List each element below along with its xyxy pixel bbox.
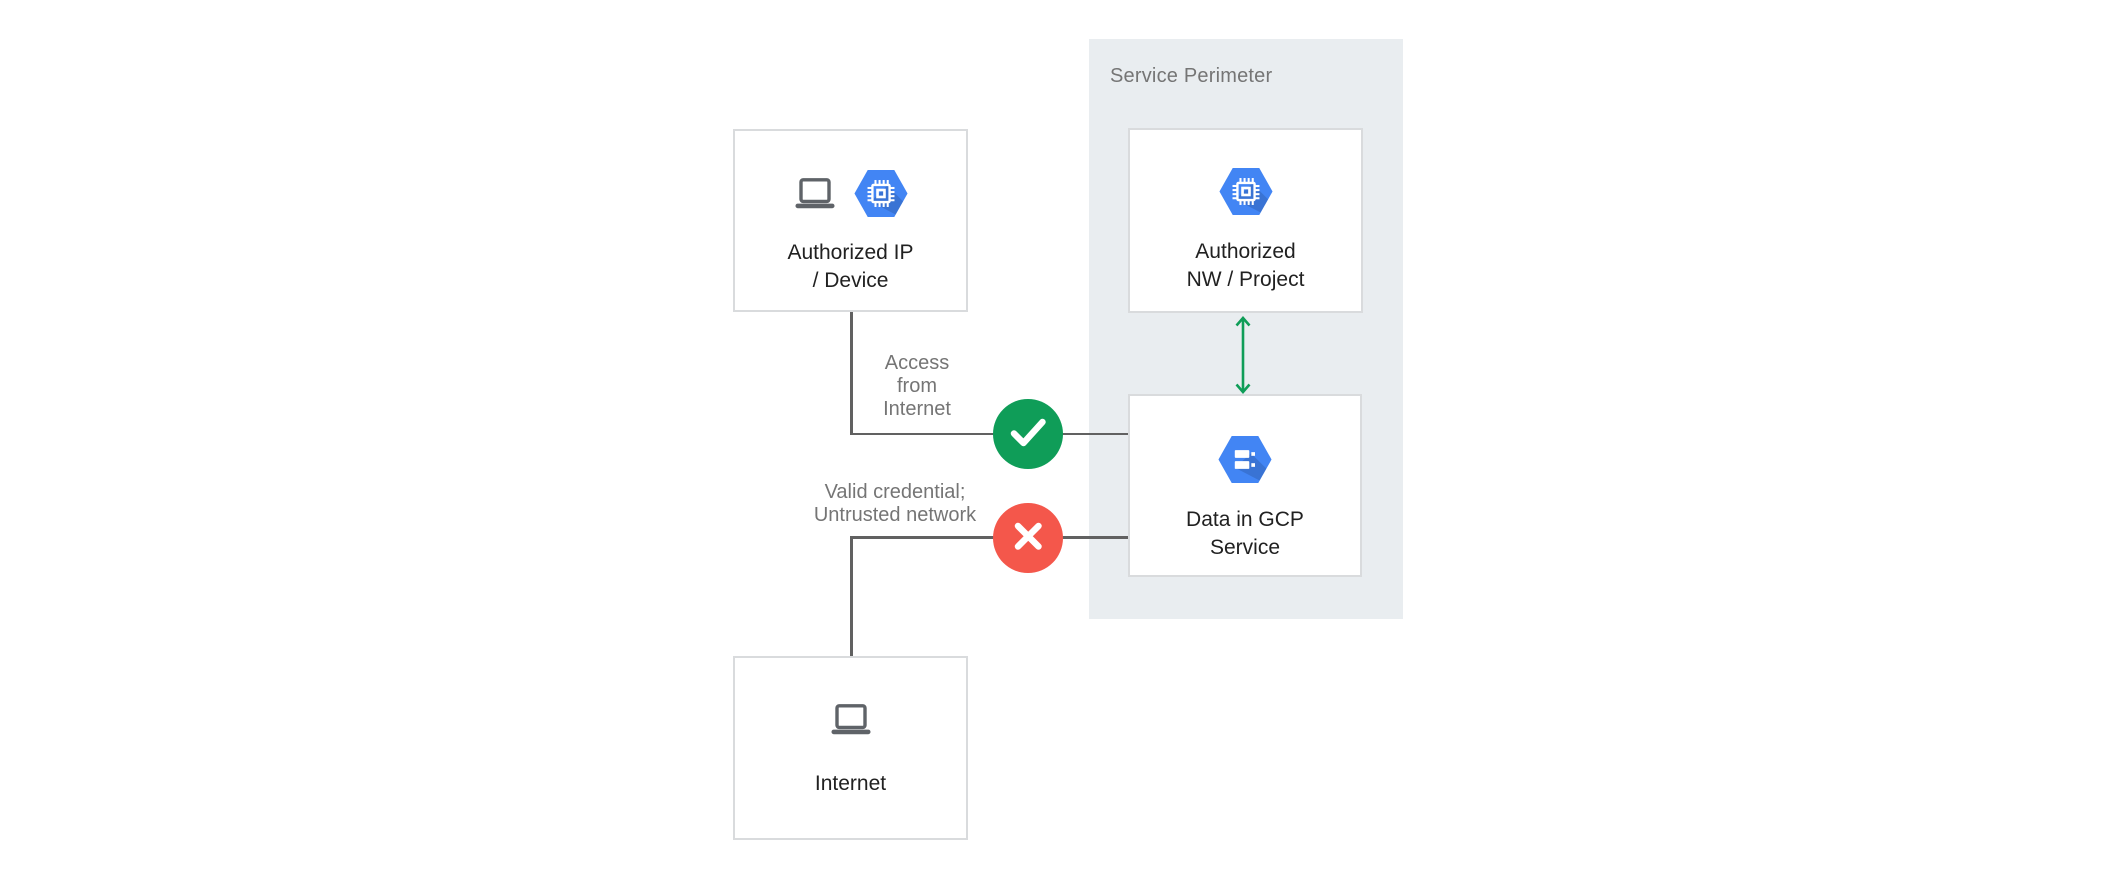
service-perimeter-label: Service Perimeter: [1110, 65, 1273, 87]
node-label-line1: Authorized IP: [787, 241, 914, 264]
access-from-internet-label: Access from Internet: [849, 352, 985, 421]
laptop-icon: [792, 178, 838, 214]
node-icon-row: [735, 169, 966, 223]
connector-authorized-ip-to-data: [850, 432, 1128, 435]
node-label-line2: Service: [1209, 536, 1281, 559]
laptop-icon: [828, 704, 874, 740]
x-icon: [993, 501, 1063, 576]
edge-label-line: from: [897, 375, 937, 397]
node-icon-row: [1130, 435, 1360, 489]
node-label-line2: / Device: [812, 269, 889, 292]
node-icon-row: [735, 704, 966, 740]
connector-authorized-ip-down: [850, 311, 853, 435]
node-label-line1: Data in GCP: [1186, 508, 1304, 531]
connector-internet-to-data: [850, 536, 1128, 539]
edge-label-line: Internet: [883, 398, 951, 420]
node-label-line1: Authorized: [1195, 240, 1296, 263]
node-label: Authorized NW / Project: [1130, 238, 1361, 294]
node-icon-row: [1130, 167, 1361, 221]
edge-label-line: Untrusted network: [813, 504, 977, 526]
connector-internet-up: [850, 536, 853, 656]
denied-badge: [993, 503, 1063, 573]
edge-label-line: Access: [884, 352, 950, 374]
valid-credential-untrusted-network-label: Valid credential; Untrusted network: [800, 481, 990, 527]
allowed-badge: [993, 399, 1063, 469]
node-internet: Internet: [733, 656, 968, 840]
node-label: Internet: [735, 770, 966, 798]
node-label-line1: Internet: [814, 772, 887, 795]
node-authorized-nw-project: Authorized NW / Project: [1128, 128, 1363, 313]
node-label: Data in GCP Service: [1130, 506, 1360, 562]
check-icon: [993, 397, 1063, 472]
edge-label-line: Valid credential;: [824, 481, 966, 503]
node-data-in-gcp-service: Data in GCP Service: [1128, 394, 1362, 577]
gcp-compute-hexagon-icon: [853, 169, 909, 223]
node-label: Authorized IP / Device: [735, 239, 966, 295]
node-label-line2: NW / Project: [1186, 268, 1305, 291]
double-arrow-icon: [1233, 314, 1253, 401]
gcp-compute-hexagon-icon: [1218, 167, 1274, 221]
gcp-storage-hexagon-icon: [1217, 435, 1273, 489]
node-authorized-ip-device: Authorized IP / Device: [733, 129, 968, 312]
